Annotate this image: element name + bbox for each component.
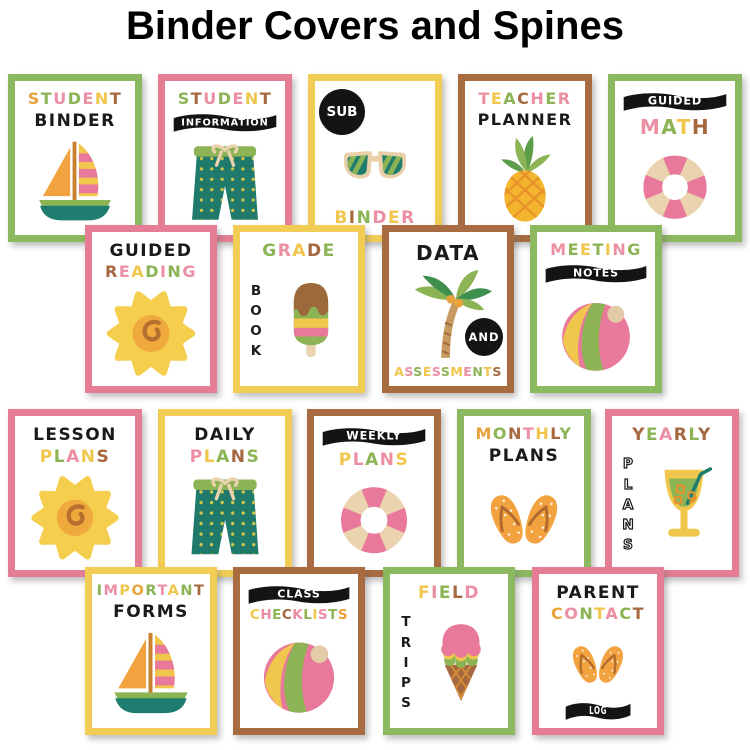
beach-ball-icon [541, 286, 651, 380]
binder-cover-student-information: STUDENT INFORMATION [158, 74, 292, 242]
cover-title-word: STUDENT [177, 89, 273, 108]
banner-label: INFORMATION [171, 111, 279, 134]
ice-cream-icon [418, 620, 504, 706]
binder-cover-weekly-plans: WEEKLY PLANS [307, 409, 441, 577]
sun-icon [96, 283, 206, 380]
cover-title-word: CHECKLISTS [249, 607, 349, 623]
sailboat-icon [96, 623, 206, 722]
drink-icon [640, 461, 728, 549]
cover-title-word: ASSESSMENTS [394, 363, 502, 379]
flip-flops-icon [543, 625, 653, 698]
shorts-icon [169, 135, 281, 229]
svg-text:WEEKLY: WEEKLY [346, 430, 401, 443]
cover-title-word: MONTHLY [475, 424, 573, 443]
page-title: Binder Covers and Spines [126, 4, 624, 48]
cover-title-word: PLANS [39, 447, 111, 468]
banner-label: GUIDED [621, 90, 729, 113]
binder-cover-data-and-assessments: DATA AND ASSESSMENTS [382, 225, 514, 393]
svg-text:GUIDED: GUIDED [648, 95, 702, 108]
cover-title-word: YEARLY [632, 425, 712, 445]
svg-text:CLASS: CLASS [277, 588, 320, 601]
cover-title-word: PLANS [189, 447, 261, 468]
badge-label: AND [465, 317, 503, 356]
svg-text:NOTES: NOTES [573, 266, 619, 279]
banner-label: NOTES [543, 262, 649, 285]
sailboat-icon [19, 132, 131, 229]
flip-flops-icon [468, 467, 580, 564]
binder-cover-important-forms: IMPORTANT FORMS [85, 567, 217, 735]
cover-title-word: PLANNER [477, 109, 573, 129]
popsicle-icon [268, 278, 354, 364]
cover-title-word: DAILY [194, 425, 256, 445]
cover-title-word: GRADE [262, 241, 336, 261]
cover-title-word: BINDER [34, 110, 116, 131]
banner-label: WEEKLY [320, 425, 428, 448]
cover-title-word: FIELD [417, 583, 481, 603]
sunglasses-icon [319, 135, 431, 207]
binder-cover-monthly-plans: MONTHLY PLANS [457, 409, 591, 577]
binder-cover-guided-math: GUIDED MATH [608, 74, 742, 242]
cover-title-word: STUDENT [27, 89, 123, 108]
cover-title-word: PARENT [556, 583, 640, 603]
shorts-icon [169, 468, 281, 564]
cover-title-word: PLANS [338, 450, 410, 470]
cover-title-word: BINDER [334, 207, 416, 228]
cover-title-word: CONTACT [551, 604, 645, 624]
binder-cover-student-binder: STUDENT BINDER [8, 74, 142, 242]
cover-title-word: MATH [639, 115, 711, 139]
binder-cover-sub-binder: SUB BINDER [308, 74, 442, 242]
cover-title-word: LESSON [33, 425, 117, 445]
pool-ring-icon [318, 471, 430, 564]
cover-title-word: READING [105, 262, 197, 282]
cover-title-word: TEACHER [478, 89, 572, 108]
beach-ball-icon [244, 625, 354, 722]
cover-title-word: DATA [415, 241, 481, 265]
badge-label: SUB [319, 89, 365, 135]
palm-tree-icon: AND [393, 266, 503, 364]
cover-title-word: GUIDED [109, 241, 193, 261]
cover-title-word: MEETING [550, 240, 642, 259]
banner-label: CLASS [246, 583, 352, 606]
pineapple-icon [469, 131, 581, 229]
cover-title-word: FORMS [113, 601, 189, 622]
svg-text:LOG: LOG [589, 706, 607, 718]
pool-ring-icon [619, 140, 731, 229]
binder-cover-meeting-notes: MEETING NOTES [530, 225, 662, 393]
svg-text:INFORMATION: INFORMATION [181, 117, 268, 128]
sun-icon [19, 468, 131, 564]
binder-cover-class-checklists: CLASS CHECKLISTS [233, 567, 365, 735]
cover-title-word: PLANS [488, 445, 560, 466]
banner-label: LOG [564, 700, 632, 722]
cover-title-word: IMPORTANT [96, 583, 206, 599]
